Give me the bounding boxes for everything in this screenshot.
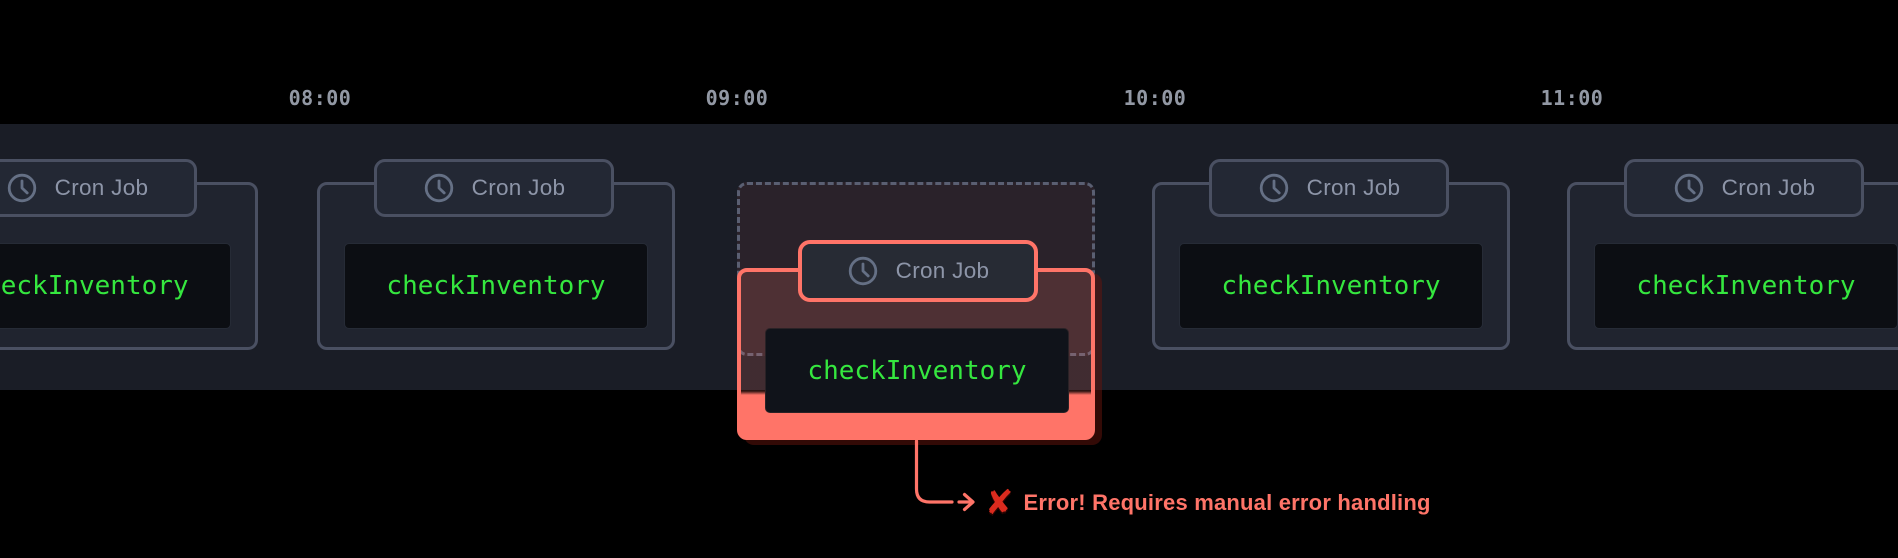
error-annotation: ✘ Error! Requires manual error handling xyxy=(985,483,1431,523)
cron-job-card[interactable]: Cron Job checkInventory xyxy=(317,159,675,350)
job-function-box: checkInventory xyxy=(0,243,231,329)
cron-job-badge: Cron Job xyxy=(1209,159,1449,217)
cron-job-card[interactable]: Cron Job checkInventory xyxy=(737,240,1095,440)
cron-job-card[interactable]: Cron Job checkInventory xyxy=(0,159,258,350)
cron-job-badge-label: Cron Job xyxy=(471,175,566,200)
cron-job-badge: Cron Job xyxy=(798,240,1038,302)
cron-job-card[interactable]: Cron Job checkInventory xyxy=(1152,159,1510,350)
time-tick-label: 09:00 xyxy=(705,86,769,110)
clock-icon xyxy=(424,173,453,203)
cron-job-badge-label: Cron Job xyxy=(1721,175,1816,200)
cron-job-badge-label: Cron Job xyxy=(54,175,149,200)
error-x-icon: ✘ xyxy=(985,483,1014,523)
job-function-box: checkInventory xyxy=(344,243,648,329)
job-function-name: checkInventory xyxy=(1221,271,1441,301)
cron-job-badge-label: Cron Job xyxy=(895,258,990,283)
clock-icon xyxy=(1674,173,1703,203)
clock-icon xyxy=(7,173,36,203)
cron-job-badge-label: Cron Job xyxy=(1306,175,1401,200)
job-function-name: checkInventory xyxy=(0,271,189,301)
error-annotation-text: Error! Requires manual error handling xyxy=(1023,490,1431,515)
job-function-box: checkInventory xyxy=(765,328,1069,413)
cron-job-badge: Cron Job xyxy=(374,159,614,217)
cron-job-badge: Cron Job xyxy=(1624,159,1864,217)
clock-icon xyxy=(848,256,877,286)
cron-job-badge: Cron Job xyxy=(0,159,197,217)
clock-icon xyxy=(1259,173,1288,203)
time-tick-label: 10:00 xyxy=(1123,86,1187,110)
job-function-name: checkInventory xyxy=(386,271,606,301)
time-tick-label: 11:00 xyxy=(1540,86,1604,110)
cron-job-card[interactable]: Cron Job checkInventory xyxy=(1567,159,1898,350)
job-function-name: checkInventory xyxy=(1636,271,1856,301)
job-function-name: checkInventory xyxy=(807,355,1027,386)
time-tick-label: 08:00 xyxy=(288,86,352,110)
job-function-box: checkInventory xyxy=(1179,243,1483,329)
job-function-box: checkInventory xyxy=(1594,243,1898,329)
